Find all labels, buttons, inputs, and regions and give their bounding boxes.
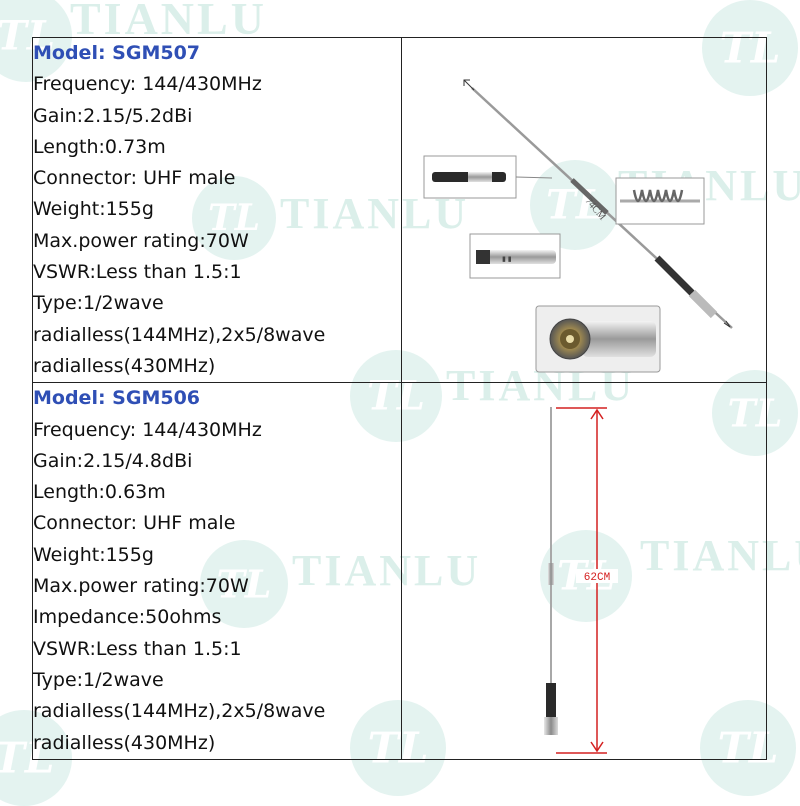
spec-line: VSWR:Less than 1.5:1 bbox=[33, 637, 242, 660]
spec-line: Connector: UHF male bbox=[33, 167, 236, 190]
spec-line: radialless(144MHz),2x5/8wave bbox=[33, 700, 326, 723]
spec-line: radialless(430MHz) bbox=[33, 731, 216, 754]
antenna-coil-section bbox=[570, 178, 609, 215]
spec-cell: Model: SGM506 Frequency: 144/430MHz Gain… bbox=[32, 382, 402, 761]
spec-line: Connector: UHF male bbox=[33, 512, 236, 535]
spec-line: VSWR:Less than 1.5:1 bbox=[33, 261, 242, 284]
antenna-coil-section bbox=[548, 563, 554, 586]
svg-text:▮ ▮: ▮ ▮ bbox=[502, 256, 512, 263]
spec-line: Max.power rating:70W bbox=[33, 229, 249, 252]
spec-line: Gain:2.15/5.2dBi bbox=[33, 104, 193, 127]
model-title: Model: SGM507 bbox=[33, 42, 201, 64]
detail-inset-shaft: ▮ ▮ bbox=[469, 233, 561, 279]
spec-line: Frequency: 144/430MHz bbox=[33, 73, 262, 96]
antenna-connector-section bbox=[688, 289, 718, 319]
antenna-sgm507-image: 74CM ▮ bbox=[423, 79, 733, 373]
arrow-icon bbox=[723, 320, 731, 328]
spec-line: Gain:2.15/4.8dBi bbox=[33, 449, 193, 472]
spec-line: radialless(144MHz),2x5/8wave bbox=[33, 323, 326, 346]
length-label: 62CM bbox=[584, 572, 610, 584]
product-row: Model: SGM506 Frequency: 144/430MHz Gain… bbox=[32, 382, 767, 761]
spec-line: Length:0.63m bbox=[33, 481, 166, 504]
product-row: Model: SGM507 Frequency: 144/430MHz Gain… bbox=[32, 36, 767, 384]
antenna-base-section bbox=[654, 255, 695, 296]
spec-line: Type:1/2wave bbox=[33, 292, 164, 315]
detail-inset-coil bbox=[615, 177, 705, 225]
product-image-cell: 62CM bbox=[401, 382, 767, 761]
product-image-cell: 74CM ▮ bbox=[401, 36, 767, 384]
arrow-icon bbox=[463, 79, 475, 91]
antenna-sgm506-image: 62CM bbox=[544, 407, 618, 755]
spec-line: Max.power rating:70W bbox=[33, 575, 249, 598]
antenna-connector-section bbox=[544, 717, 558, 736]
detail-inset-rod bbox=[423, 155, 553, 199]
spec-line: Frequency: 144/430MHz bbox=[33, 418, 262, 441]
spec-line: Weight:155g bbox=[33, 543, 154, 566]
detail-inset-connector bbox=[535, 305, 661, 373]
spec-line: Impedance:50ohms bbox=[33, 606, 222, 629]
spec-line: Length:0.73m bbox=[33, 135, 166, 158]
spec-line: Weight:155g bbox=[33, 198, 154, 221]
spec-line: Type:1/2wave bbox=[33, 668, 164, 691]
spec-table: Model: SGM507 Frequency: 144/430MHz Gain… bbox=[32, 36, 767, 761]
label-background bbox=[576, 569, 618, 584]
antenna-base-section bbox=[546, 683, 556, 718]
spec-cell: Model: SGM507 Frequency: 144/430MHz Gain… bbox=[32, 36, 402, 384]
model-title: Model: SGM506 bbox=[33, 387, 201, 410]
arrow-icon bbox=[463, 79, 470, 86]
spec-line: radialless(430MHz) bbox=[33, 354, 216, 377]
